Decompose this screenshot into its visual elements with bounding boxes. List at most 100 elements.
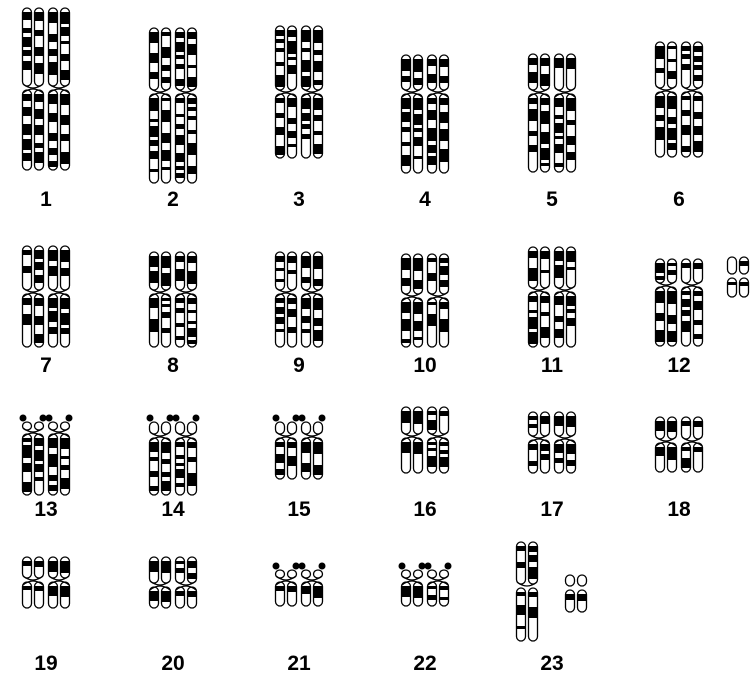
chromatid-12-3 [682,259,691,346]
chromosome-pair-1 [23,8,70,170]
chromatid-12-extra-1 [728,257,737,297]
chromatid-2-3 [176,28,185,183]
satellite-21-4 [319,563,326,570]
chromosome-pair-23 [517,542,587,641]
chromatid-23-1 [517,542,526,641]
centromere-10-2 [428,292,448,301]
chromosome-label-15: 15 [287,498,311,521]
chromatid-11-1 [529,247,538,347]
centromere-6-1 [656,86,676,95]
chromatid-5-2 [541,54,550,172]
chromosome-pair-11 [529,247,576,347]
chromatid-11-4 [567,247,576,347]
chromatid-2-4 [188,28,197,183]
centromere-16-1 [402,432,422,441]
chromosome-label-17: 17 [540,498,563,521]
centromere-1-2 [49,84,69,93]
chromatid-4-1 [402,55,411,173]
chromatid-11-2 [541,247,550,347]
chromatid-6-2 [668,42,677,157]
chromosome-label-9: 9 [293,354,305,377]
centromere-17-2 [555,434,575,443]
chromatid-12-extra-2 [740,257,749,297]
chromosome-pair-7 [23,246,70,347]
satellite-22-4 [445,563,452,570]
chromatid-15-4 [314,422,323,479]
chromosome-pair-12 [656,259,703,346]
centromere-14-2 [176,432,196,441]
chromosome-label-13: 13 [34,498,57,521]
chromatid-20-1 [150,557,159,608]
chromosome-label-1: 1 [40,188,52,211]
centromere-18-2 [682,437,702,446]
chromatid-18-2 [668,417,677,472]
centromere-19-2 [49,576,69,585]
centromere-8-1 [150,288,170,297]
chromatid-8-3 [176,252,185,347]
chromosome-label-6: 6 [673,188,685,211]
chromatid-6-3 [682,42,691,157]
chromatid-18-1 [656,417,665,472]
chromosome-label-7: 7 [40,354,52,377]
chromatid-15-2 [288,422,297,479]
chromosome-label-20: 20 [161,652,184,675]
centromere-19-1 [23,576,43,585]
centromere-5-2 [555,88,575,97]
chromatid-22-4 [440,570,449,606]
chromosome-label-3: 3 [293,188,305,211]
satellite-15-2 [293,415,300,422]
chromatid-9-2 [288,252,297,347]
chromatid-21-4 [314,570,323,606]
centromere-20-2 [176,581,196,590]
centromere-18-1 [656,437,676,446]
chromatid-12-4 [694,259,703,346]
chromatid-23-4 [578,575,587,612]
chromatid-9-1 [276,252,285,347]
chromosome-pair-10 [402,254,449,347]
satellite-14-3 [173,415,180,422]
chromosome-label-22: 22 [413,652,436,675]
chromatid-8-2 [162,252,171,347]
centromere-21-1 [276,576,296,585]
centromere-5-1 [529,88,549,97]
chromosome-pair-19 [23,557,70,608]
chromatid-21-3 [302,570,311,606]
satellite-22-3 [425,563,432,570]
centromere-2-2 [176,88,196,97]
satellite-15-1 [273,415,280,422]
centromere-13-1 [23,428,43,437]
chromosome-pair-9 [276,252,323,347]
satellite-13-2 [40,415,47,422]
centromere-8-2 [176,288,196,297]
satellite-21-2 [293,563,300,570]
chromatid-9-4 [314,252,323,347]
chromosome-label-18: 18 [667,498,691,521]
chromatid-2-1 [150,28,159,183]
centromere-17-1 [529,434,549,443]
chromosome-pair-3 [276,26,323,158]
satellite-21-3 [299,563,306,570]
chromosome-pair-15 [273,415,326,480]
chromosome-pair-2 [150,28,197,183]
chromosome-label-23: 23 [540,652,563,675]
chromatid-6-4 [694,42,703,157]
satellite-13-4 [66,415,73,422]
chromatid-15-1 [276,422,285,479]
chromatid-22-2 [414,570,423,606]
chromosome-label-2: 2 [167,188,179,211]
chromatid-4-3 [428,55,437,173]
chromatid-20-3 [176,557,185,608]
chromosome-label-12: 12 [667,354,690,377]
chromatid-15-3 [302,422,311,479]
chromosome-pair-4 [402,55,449,173]
chromosome-label-11: 11 [541,354,564,377]
chromatid-22-3 [428,570,437,606]
chromatid-12-2 [668,259,677,346]
centromere-16-2 [428,432,448,441]
chromatid-5-1 [529,54,538,172]
centromere-10-1 [402,292,422,301]
centromere-15-2 [302,432,322,441]
satellite-21-1 [273,563,280,570]
chromatid-5-4 [567,54,576,172]
satellite-13-1 [20,415,27,422]
